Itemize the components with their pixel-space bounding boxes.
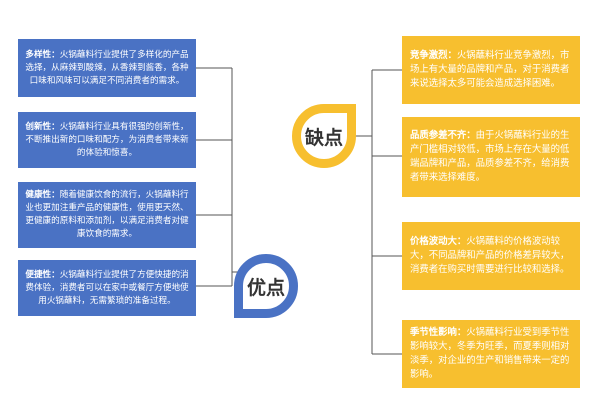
pros-item-label: 健康性： [25, 190, 60, 200]
cons-title: 缺点 [304, 126, 343, 149]
cons-item-price: 价格波动大：火锅蘸料的价格波动较大，不同品牌和产品的价格差异较大，消费者在购买时… [402, 222, 580, 290]
cons-item-text: 火锅蘸料行业竞争激烈，市场上有大量的品牌和产品，对于消费者来说选择太多可能会造成… [410, 50, 570, 89]
cons-item-seasonality: 季节性影响：火锅蘸料行业受到季节性影响较大，冬季为旺季，而夏季则相对淡季，对企业… [402, 320, 580, 388]
cons-item-label: 品质参差不齐： [410, 130, 476, 141]
pros-item-convenience: 便捷性：火锅蘸料行业提供了方便快捷的消费体验，消费者可以在家中或餐厅方便地使用火… [18, 260, 196, 316]
pros-item-diversity: 多样性：火锅蘸料行业提供了多样化的产品选择，从麻辣到酸辣，从香辣到酱香，各种口味… [18, 39, 196, 97]
pros-node: 优点 [234, 254, 298, 318]
pros-title: 优点 [246, 276, 285, 299]
cons-item-label: 竞争激烈： [410, 50, 457, 61]
cons-item-quality: 品质参差不齐：由于火锅蘸料行业的生产门槛相对较低，市场上存在大量的低端品牌和产品… [402, 117, 580, 197]
pros-item-label: 便捷性： [25, 269, 60, 280]
pros-item-health: 健康性：随着健康饮食的流行，火锅蘸料行业也更加注重产品的健康性，使用更天然、更健… [18, 182, 196, 248]
pros-connector-trunk [231, 68, 246, 273]
pros-item-label: 多样性： [25, 49, 60, 60]
pros-item-text: 火锅蘸料行业提供了多样化的产品选择，从麻辣到酸辣，从香辣到酱香，各种口味和风味可… [25, 49, 189, 86]
cons-item-text: 由于火锅蘸料行业的生产门槛相对较低，市场上存在大量的低端品牌和产品，品质参差不齐… [410, 130, 570, 183]
cons-item-text: 火锅蘸料行业受到季节性影响较大，冬季为旺季，而夏季则相对淡季，对企业的生产和销售… [410, 327, 570, 380]
cons-item-text: 火锅蘸料的价格波动较大，不同品牌和产品的价格差异较大，消费者在购买时需要进行比较… [410, 236, 570, 275]
cons-item-label: 季节性影响： [410, 327, 467, 338]
pros-item-innovation: 创新性：火锅蘸料行业具有很强的创新性，不断推出新的口味和配方，为消费者带来新的体… [18, 112, 196, 168]
pros-item-text: 随着健康饮食的流行，火锅蘸料行业也更加注重产品的健康性，使用更天然、更健康的原料… [25, 190, 189, 239]
pros-item-text: 火锅蘸料行业具有很强的创新性，不断推出新的口味和配方，为消费者带来新的体验和惊喜… [25, 121, 189, 158]
cons-node: 缺点 [292, 104, 356, 168]
cons-item-competition: 竞争激烈：火锅蘸料行业竞争激烈，市场上有大量的品牌和产品，对于消费者来说选择太多… [402, 36, 580, 104]
pros-item-text: 火锅蘸料行业提供了方便快捷的消费体验，消费者可以在家中或餐厅方便地使用火锅蘸料，… [25, 269, 189, 306]
pros-item-label: 创新性： [25, 121, 60, 132]
cons-item-label: 价格波动大： [410, 236, 467, 247]
